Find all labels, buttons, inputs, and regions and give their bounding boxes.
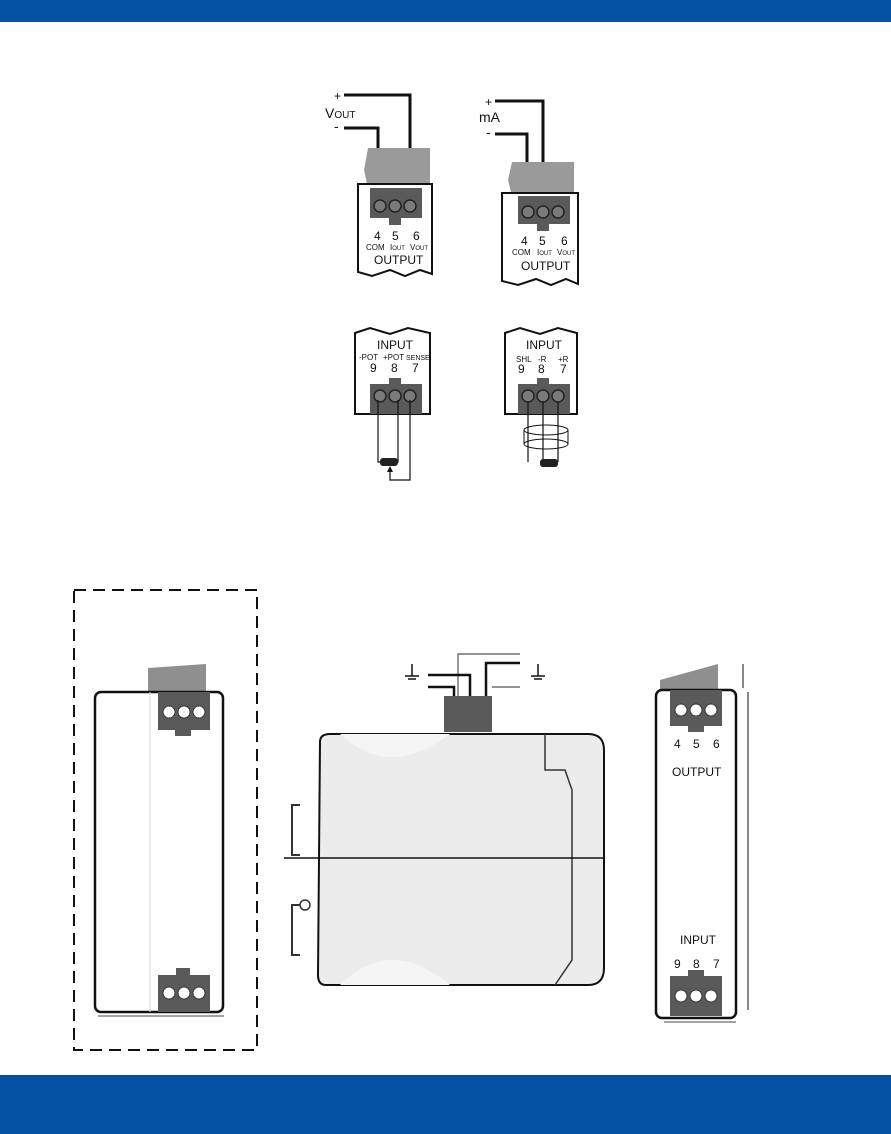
input-pot-diagram: INPUT -POT +POT SENSE 9 8 7 (355, 328, 430, 480)
wire (458, 654, 520, 700)
potentiometer-icon (380, 458, 398, 466)
terminal-tab (389, 378, 401, 385)
front-view-module: 4 5 6 OUTPUT INPUT 9 8 7 (656, 664, 748, 1022)
terminal-number: 6 (713, 737, 720, 751)
screw-icon (389, 200, 401, 212)
terminal-number: 9 (370, 361, 377, 375)
terminal-name: COM (512, 248, 531, 257)
screw-icon (193, 987, 205, 999)
screw-icon (163, 987, 175, 999)
terminal-number: 5 (539, 234, 546, 248)
screw-icon (389, 390, 401, 402)
side-view-module (284, 654, 604, 985)
din-clip (292, 905, 300, 955)
input-rtd-diagram: INPUT SHL -R +R 9 8 7 (505, 328, 577, 467)
cable-shield-icon (524, 439, 568, 449)
terminal-tab (175, 730, 191, 736)
screw-icon (705, 990, 717, 1002)
screw-icon (374, 200, 386, 212)
din-clip (292, 805, 300, 855)
output-title: OUTPUT (374, 253, 424, 267)
input-label: INPUT (680, 933, 717, 947)
terminal-tab (389, 218, 401, 225)
terminal-number: 8 (391, 361, 398, 375)
terminal-number: 7 (713, 957, 720, 971)
cable-shield-icon (524, 430, 568, 444)
terminal-number: 7 (412, 361, 419, 375)
output-voltage-diagram: + VOUT - 4 5 6 COM IOUT VOUT OUTPUT (325, 89, 432, 276)
screw-icon (705, 704, 717, 716)
terminal-number: 6 (561, 234, 568, 248)
module-body (95, 692, 223, 1012)
screw-icon (552, 206, 564, 218)
cable-shield-icon (524, 425, 568, 435)
screw-icon (404, 200, 416, 212)
terminal-number: 8 (693, 957, 700, 971)
output-label: OUTPUT (672, 765, 722, 779)
terminal-block (444, 696, 492, 732)
terminal-cover (148, 664, 206, 694)
terminal-number: 8 (538, 362, 545, 376)
terminal-number: 5 (392, 229, 399, 243)
terminal-number: 6 (413, 229, 420, 243)
latch-icon (300, 900, 310, 910)
screw-icon (537, 206, 549, 218)
screw-icon (193, 706, 205, 718)
wire (486, 663, 520, 700)
rtd-sensor-icon (540, 459, 558, 467)
screw-icon (178, 706, 190, 718)
terminal-number: 7 (560, 362, 567, 376)
input-title: INPUT (377, 338, 414, 352)
terminal-tab (688, 726, 704, 732)
dashed-module-view (74, 590, 257, 1050)
screw-icon (374, 390, 386, 402)
output-current-diagram: + mA - 4 5 6 COM IOUT VOUT OUTPUT (479, 95, 578, 285)
screw-icon (552, 390, 564, 402)
terminal-tab (537, 224, 549, 231)
terminal-number: 5 (693, 737, 700, 751)
terminal-number: 4 (674, 737, 681, 751)
screw-icon (163, 706, 175, 718)
screw-icon (537, 390, 549, 402)
vout-minus-label: - (334, 118, 339, 134)
screw-icon (178, 987, 190, 999)
terminal-number: 4 (374, 229, 381, 243)
terminal-name: COM (366, 243, 385, 252)
ma-label: mA (479, 109, 501, 125)
output-title: OUTPUT (521, 259, 571, 273)
vout-label: VOUT (325, 105, 355, 121)
terminal-tab (176, 968, 190, 975)
ma-plus-label: + (485, 95, 492, 109)
ground-icon (405, 664, 419, 679)
terminal-tab (537, 378, 549, 385)
terminal-cover (508, 162, 574, 196)
screw-icon (522, 206, 534, 218)
screw-icon (522, 390, 534, 402)
ma-minus-label: - (486, 124, 491, 140)
terminal-cover (364, 148, 430, 188)
screw-icon (675, 990, 687, 1002)
screw-icon (690, 704, 702, 716)
vout-plus-label: + (334, 89, 341, 103)
wiper-arrow-icon (387, 466, 393, 472)
terminal-number: 9 (518, 362, 525, 376)
screw-icon (690, 990, 702, 1002)
terminal-number: 9 (674, 957, 681, 971)
ground-icon (531, 664, 545, 679)
terminal-number: 4 (521, 234, 528, 248)
terminal-tab (688, 970, 704, 976)
input-title: INPUT (526, 338, 563, 352)
module-body (318, 734, 604, 985)
screw-icon (675, 704, 687, 716)
